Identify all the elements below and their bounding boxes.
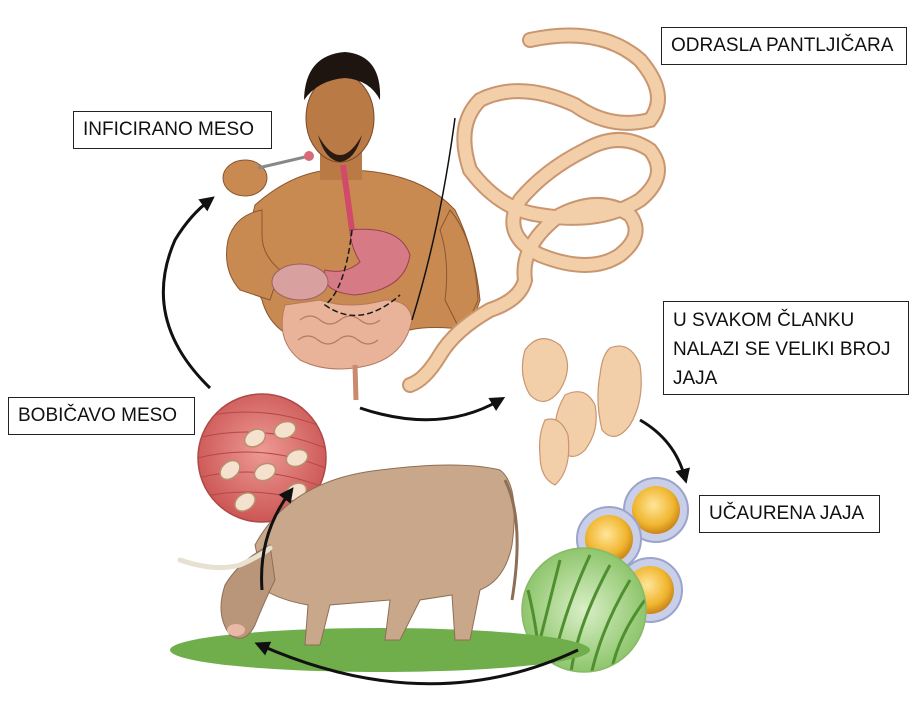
label-encysted-eggs: UČAURENA JAJA: [699, 495, 880, 533]
tapeworm-segments: [521, 338, 642, 486]
intestines: [281, 299, 413, 370]
cycle-arrows: [161, 196, 690, 686]
label-segment-line-1: U SVAKOM ČLANKU: [673, 310, 855, 331]
fork-icon: [257, 155, 306, 170]
gut-to-worm-line: [411, 117, 456, 321]
arrow-segments-to-eggs: [639, 418, 690, 484]
label-cyst-meat: BOBIČAVO MESO: [8, 397, 195, 435]
esophagus: [340, 164, 355, 231]
man-arm: [226, 209, 281, 301]
cow-tail: [503, 479, 519, 601]
stomach: [323, 228, 411, 296]
arrow-cow-to-muscle: [260, 487, 294, 591]
man-hand: [222, 159, 268, 197]
man-figure: [222, 52, 481, 401]
cow-horns: [177, 545, 273, 571]
ground-grass: [170, 628, 590, 672]
cyst-muscle-circle: [197, 393, 327, 523]
arrow-grass-to-cow: [254, 641, 579, 686]
man-beard: [318, 135, 362, 162]
label-segment-eggs: U SVAKOM ČLANKU NALAZI SE VELIKI BROJ JA…: [663, 301, 909, 395]
label-adult-tapeworm: ODRASLA PANTLJIČARA: [661, 27, 907, 65]
arrow-cyst-to-mouth: [161, 196, 215, 390]
label-infected-meat: INFICIRANO MESO: [73, 111, 272, 149]
meat-piece: [304, 151, 314, 161]
liver: [271, 263, 329, 301]
label-segment-line-3: JAJA: [673, 368, 718, 389]
label-segment-line-2: NALAZI SE VELIKI BROJ: [673, 339, 891, 360]
adult-tapeworm: [402, 27, 666, 393]
man-hair: [304, 52, 381, 100]
arrow-worm-to-segments: [359, 396, 506, 422]
